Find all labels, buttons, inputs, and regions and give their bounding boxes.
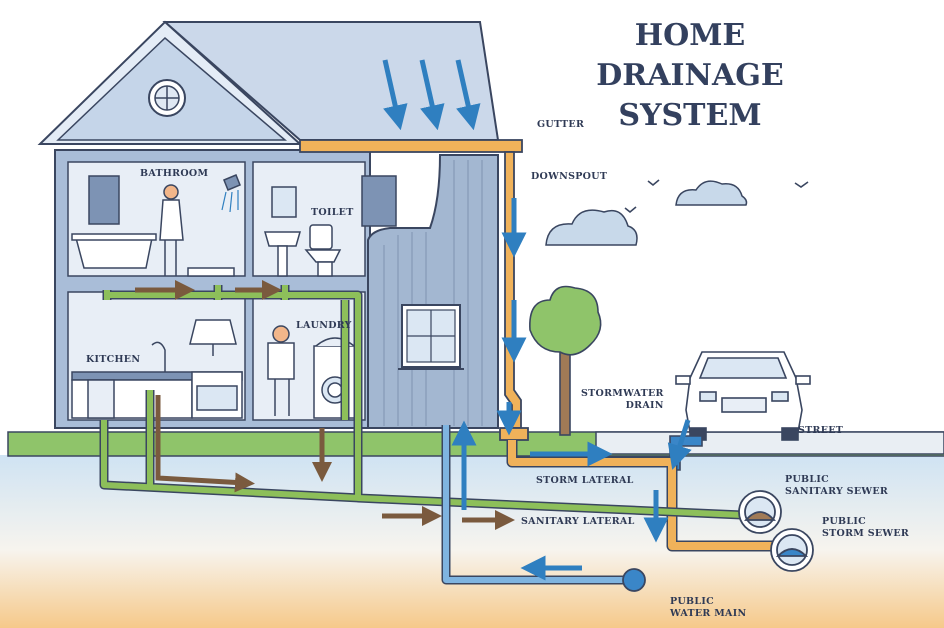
label-gutter: GUTTER [537,119,585,130]
label-storm-lateral: STORM LATERAL [536,475,634,486]
public-sanitary-sewer-pipe [738,490,782,534]
label-kitchen: KITCHEN [86,354,141,365]
kitchen-contents [71,319,243,419]
label-bathroom: BATHROOM [140,168,209,179]
street-surface [595,431,944,455]
label-sanitary-lateral: SANITARY LATERAL [521,516,635,527]
diagram-title: HOME DRAINAGE SYSTEM [520,16,860,136]
bathroom-contents [71,174,241,277]
tree [529,285,602,436]
house-roof [37,20,500,145]
toilet-contents [264,175,397,277]
title-line-2: DRAINAGE SYSTEM [596,58,784,133]
label-toilet: TOILET [311,207,354,218]
label-public-water-main: PUBLIC WATER MAIN [670,596,747,619]
water-main-valve [622,568,646,592]
cloud-small [675,180,748,206]
rain-arrows [382,59,481,131]
label-downspout: DOWNSPOUT [531,171,608,182]
label-public-sanitary-sewer: PUBLIC SANITARY SEWER [785,474,889,497]
birds [624,179,809,214]
car [675,351,811,441]
waste-flow-arrows [135,280,515,530]
label-laundry: LAUNDRY [296,320,352,331]
title-line-1: HOME [634,18,746,53]
toilet-room [252,161,366,277]
water-flow-arrows [451,419,692,581]
label-public-storm-sewer: PUBLIC STORM SEWER [822,516,910,539]
water-main-pipe [441,425,630,585]
label-stormwater-drain: STORMWATER DRAIN [581,388,664,411]
cloud-large [545,209,638,246]
downspout-arrows [496,198,527,436]
public-storm-sewer-pipe [770,528,814,572]
sanitary-lateral-pipe [99,285,743,520]
label-street: STREET [798,425,844,436]
